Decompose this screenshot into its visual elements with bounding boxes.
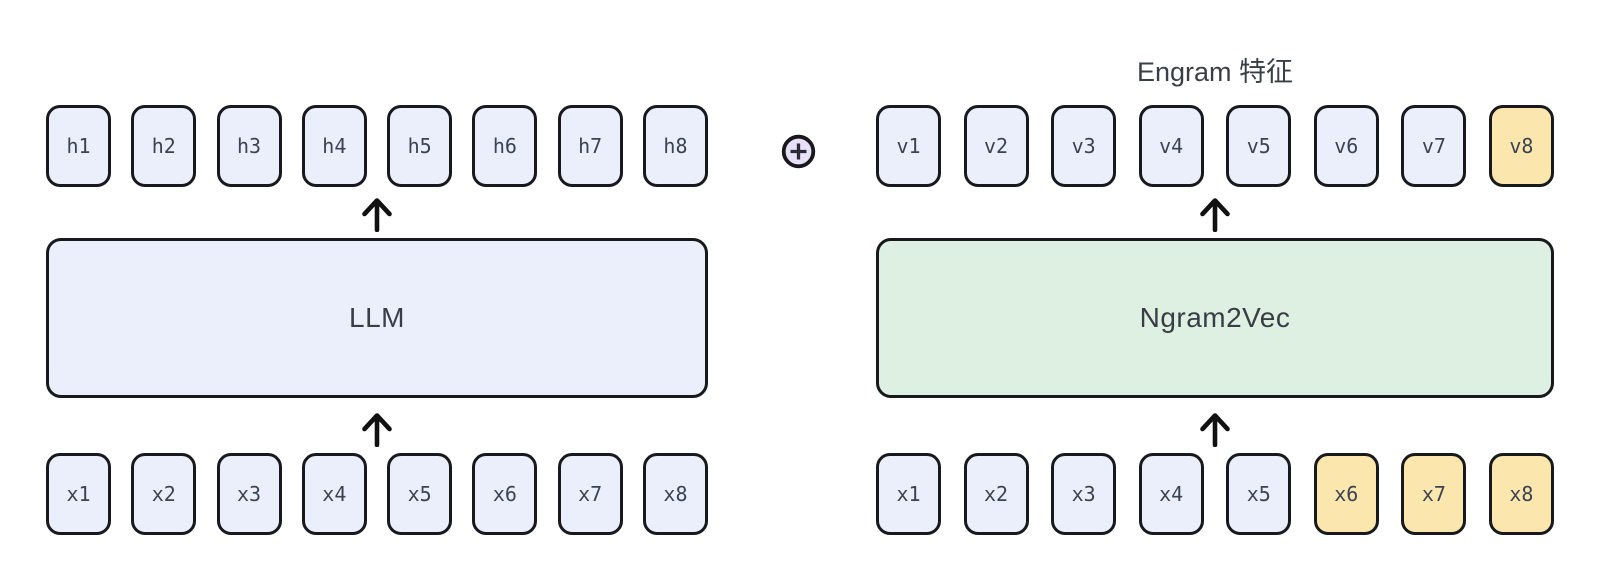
token-box-h7: h7 bbox=[557, 105, 623, 187]
token-box-h2: h2 bbox=[131, 105, 197, 187]
token-box-x3: x3 bbox=[1051, 453, 1117, 535]
token-box-x1: x1 bbox=[46, 453, 111, 535]
token-box-h3: h3 bbox=[216, 105, 282, 187]
token-box-x1: x1 bbox=[876, 453, 941, 535]
token-box-v2: v2 bbox=[963, 105, 1029, 187]
token-box-x8: x8 bbox=[1488, 453, 1554, 535]
token-label: x7 bbox=[1421, 482, 1446, 506]
token-box-h1: h1 bbox=[46, 105, 111, 187]
token-label: v1 bbox=[896, 134, 921, 158]
token-label: x8 bbox=[663, 482, 688, 506]
token-label: h6 bbox=[492, 134, 517, 158]
token-label: x2 bbox=[984, 482, 1009, 506]
token-label: v7 bbox=[1421, 134, 1446, 158]
token-label: x2 bbox=[151, 482, 176, 506]
token-box-h4: h4 bbox=[301, 105, 367, 187]
llm-block: LLM bbox=[46, 238, 708, 398]
token-label: x4 bbox=[322, 482, 347, 506]
token-box-x7: x7 bbox=[1401, 453, 1467, 535]
plus-circle-icon bbox=[781, 134, 816, 169]
token-label: h2 bbox=[151, 134, 176, 158]
up-arrow-icon bbox=[1200, 198, 1230, 232]
token-label: x6 bbox=[492, 482, 517, 506]
token-box-x5: x5 bbox=[1226, 453, 1292, 535]
token-box-x8: x8 bbox=[642, 453, 708, 535]
token-box-v1: v1 bbox=[876, 105, 941, 187]
token-label: v3 bbox=[1071, 134, 1096, 158]
up-arrow-icon bbox=[1200, 413, 1230, 447]
token-box-x4: x4 bbox=[301, 453, 367, 535]
token-label: x1 bbox=[66, 482, 91, 506]
token-label: v6 bbox=[1334, 134, 1359, 158]
token-box-h8: h8 bbox=[642, 105, 708, 187]
token-box-x3: x3 bbox=[216, 453, 282, 535]
token-box-h5: h5 bbox=[387, 105, 453, 187]
token-box-x4: x4 bbox=[1138, 453, 1204, 535]
token-box-h6: h6 bbox=[472, 105, 538, 187]
token-box-x2: x2 bbox=[963, 453, 1029, 535]
token-label: h8 bbox=[663, 134, 688, 158]
token-label: x3 bbox=[1071, 482, 1096, 506]
token-label: h3 bbox=[237, 134, 262, 158]
token-box-v6: v6 bbox=[1313, 105, 1379, 187]
up-arrow-icon bbox=[362, 198, 392, 232]
token-label: h7 bbox=[578, 134, 603, 158]
token-label: v5 bbox=[1246, 134, 1271, 158]
token-label: x7 bbox=[578, 482, 603, 506]
token-label: x6 bbox=[1334, 482, 1359, 506]
token-box-v7: v7 bbox=[1401, 105, 1467, 187]
token-box-v3: v3 bbox=[1051, 105, 1117, 187]
token-label: x4 bbox=[1159, 482, 1184, 506]
token-label: h1 bbox=[66, 134, 91, 158]
token-box-v8: v8 bbox=[1488, 105, 1554, 187]
token-box-x7: x7 bbox=[557, 453, 623, 535]
token-box-x5: x5 bbox=[387, 453, 453, 535]
ngram2vec-block: Ngram2Vec bbox=[876, 238, 1554, 398]
token-label: v4 bbox=[1159, 134, 1184, 158]
token-box-x6: x6 bbox=[1313, 453, 1379, 535]
token-label: h5 bbox=[407, 134, 432, 158]
token-box-v4: v4 bbox=[1138, 105, 1204, 187]
left-input-row: x1 x2 x3 x4 x5 x6 x7 x8 bbox=[46, 453, 708, 535]
token-box-x6: x6 bbox=[472, 453, 538, 535]
token-label: v2 bbox=[984, 134, 1009, 158]
token-box-v5: v5 bbox=[1226, 105, 1292, 187]
token-label: x8 bbox=[1509, 482, 1534, 506]
token-label: x5 bbox=[1246, 482, 1271, 506]
ngram2vec-block-label: Ngram2Vec bbox=[1139, 302, 1291, 333]
llm-block-label: LLM bbox=[349, 302, 405, 333]
token-box-x2: x2 bbox=[131, 453, 197, 535]
right-input-row: x1 x2 x3 x4 x5 x6 x7 x8 bbox=[876, 453, 1554, 535]
vector-row: v1 v2 v3 v4 v5 v6 v7 v8 bbox=[876, 105, 1554, 187]
token-label: x1 bbox=[896, 482, 921, 506]
token-label: x3 bbox=[237, 482, 262, 506]
up-arrow-icon bbox=[362, 413, 392, 447]
token-label: x5 bbox=[407, 482, 432, 506]
token-label: v8 bbox=[1509, 134, 1534, 158]
token-label: h4 bbox=[322, 134, 347, 158]
engram-features-title: Engram 特征 bbox=[1136, 57, 1294, 87]
hidden-state-row: h1 h2 h3 h4 h5 h6 h7 h8 bbox=[46, 105, 708, 187]
